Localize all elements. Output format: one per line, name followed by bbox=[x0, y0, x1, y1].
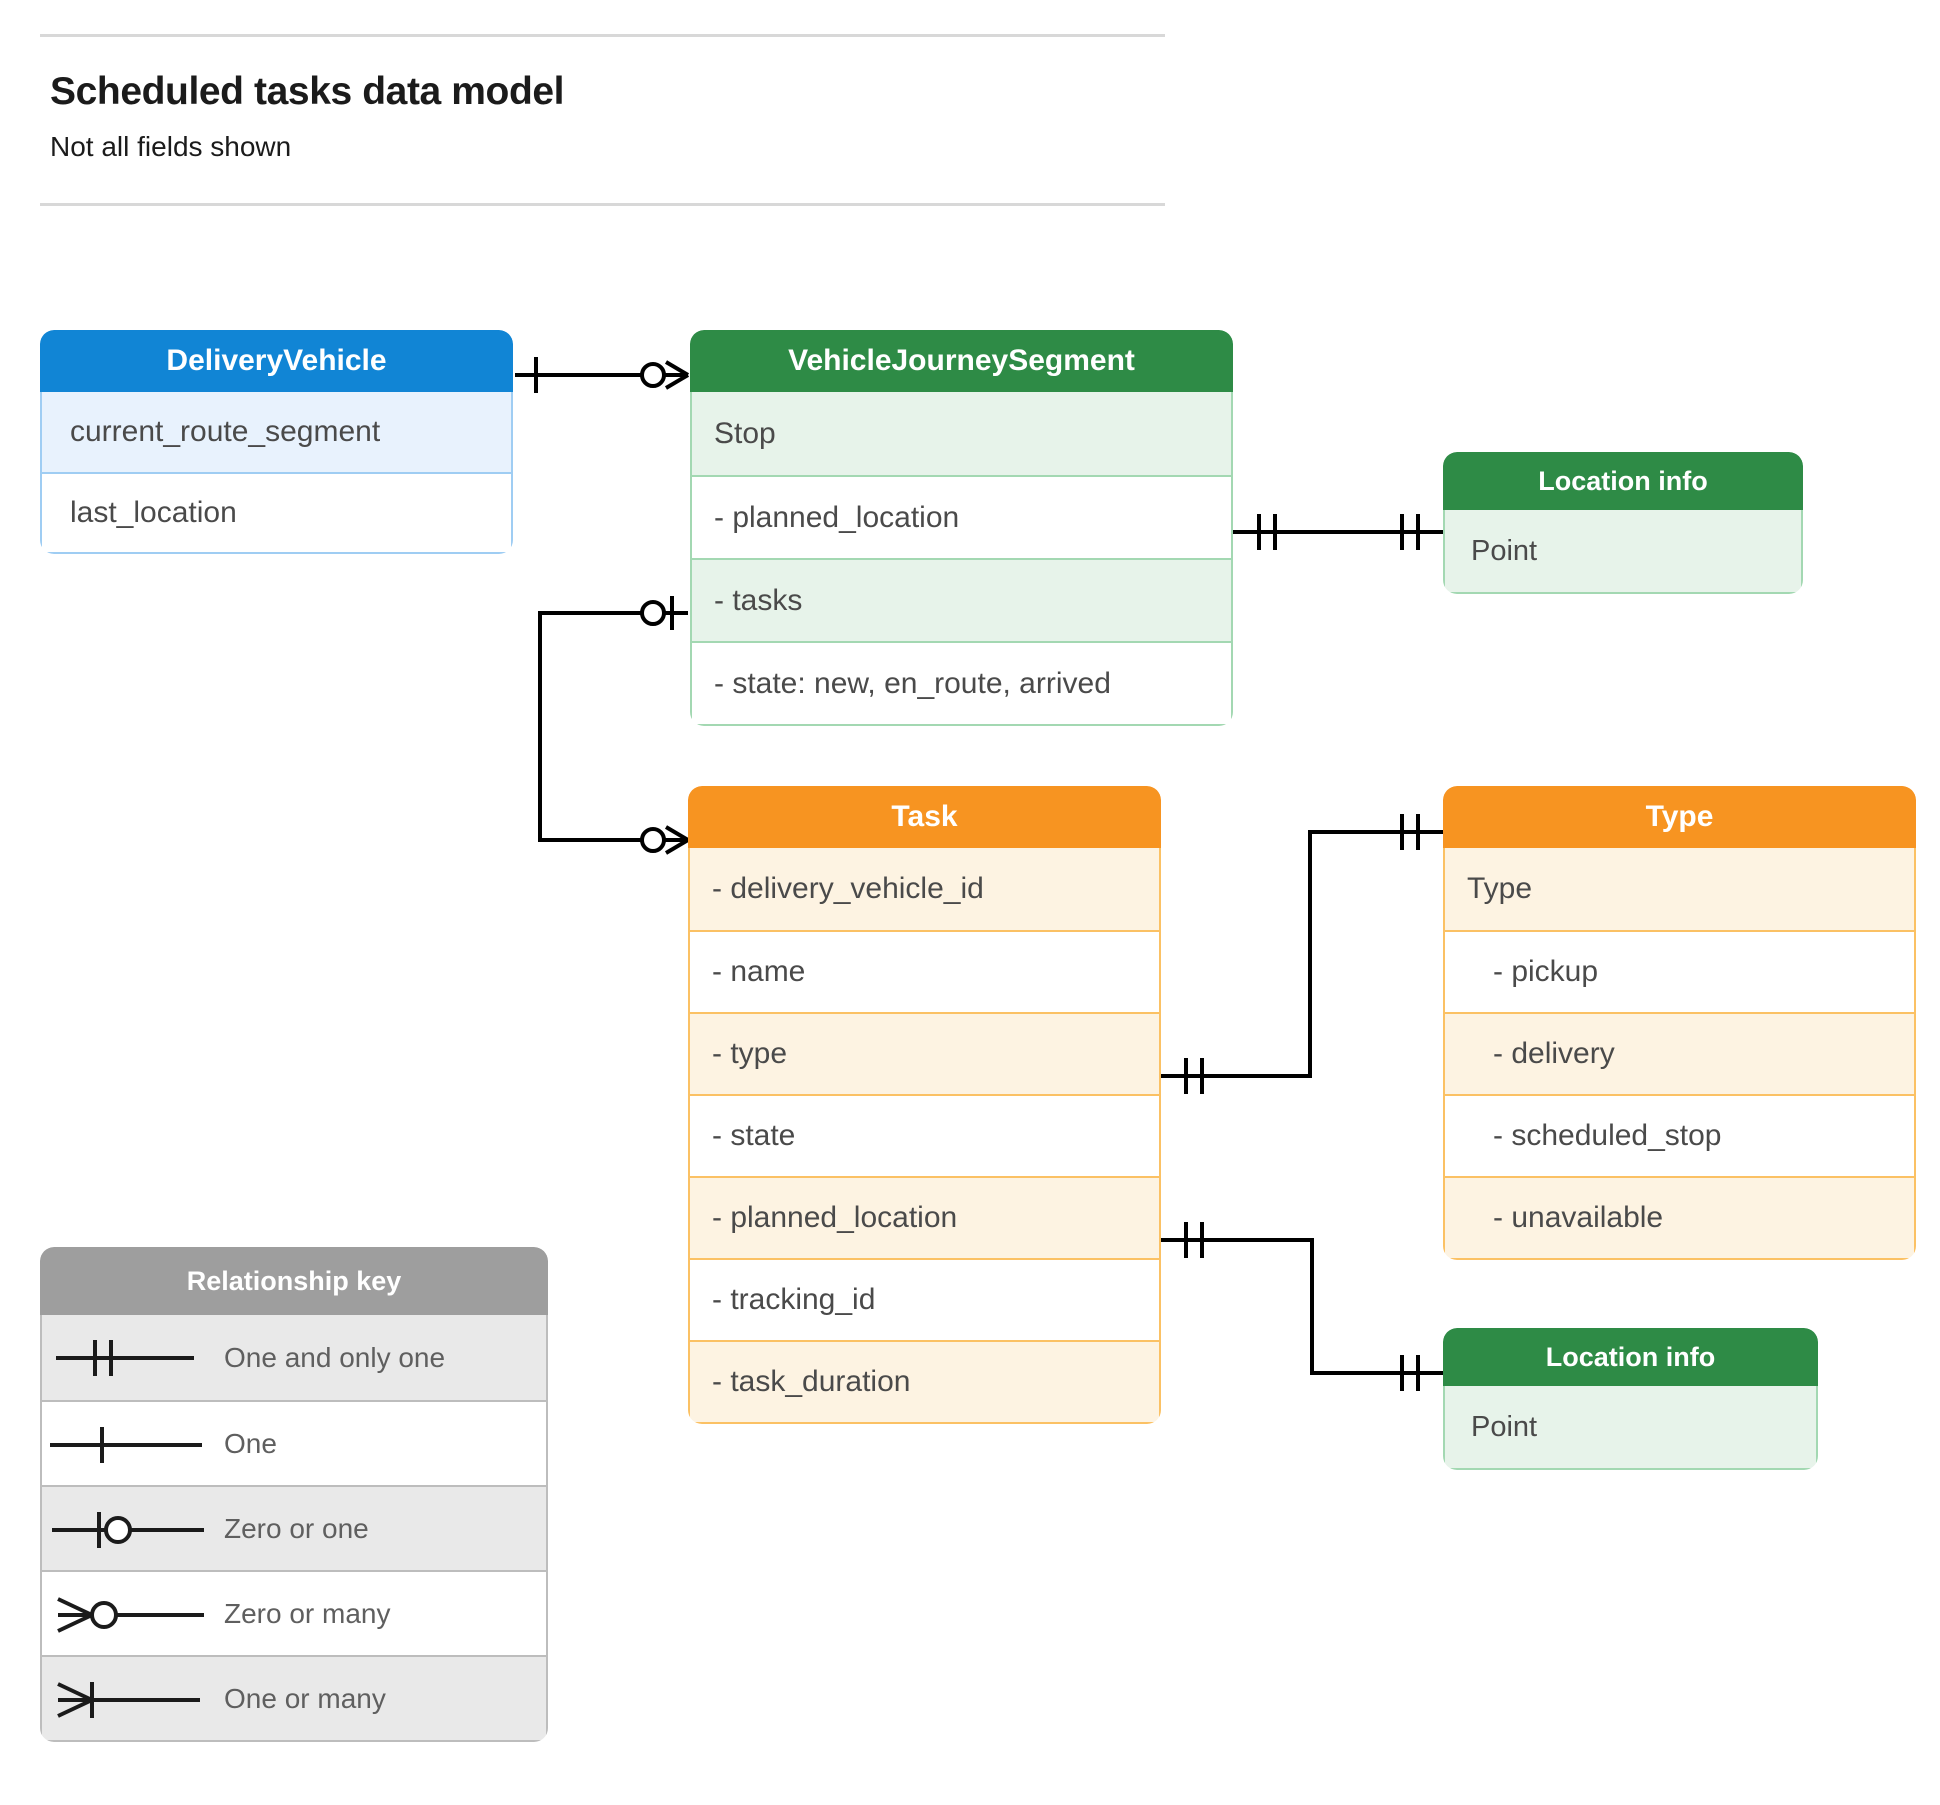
entity-title: Task bbox=[688, 786, 1161, 848]
field-row[interactable]: - planned_location bbox=[690, 1176, 1159, 1258]
field-label: - state bbox=[712, 1119, 796, 1152]
page-title: Scheduled tasks data model bbox=[50, 70, 565, 113]
field-row[interactable]: - delivery_vehicle_id bbox=[690, 848, 1159, 930]
field-row[interactable]: - task_duration bbox=[690, 1340, 1159, 1422]
entity-field-list: Stop - planned_location - tasks - state:… bbox=[690, 392, 1233, 726]
field-label: Point bbox=[1471, 1410, 1538, 1443]
header-divider-top bbox=[40, 34, 1165, 37]
legend-item-label: Zero or one bbox=[224, 1512, 369, 1544]
field-row[interactable]: - scheduled_stop bbox=[1445, 1094, 1914, 1176]
legend-item-zero-or-many: Zero or many bbox=[42, 1570, 546, 1655]
field-row[interactable]: last_location bbox=[42, 472, 511, 552]
entity-location-info-top[interactable]: Location info Point bbox=[1443, 452, 1803, 594]
relationship-key-legend: Relationship key One and only one bbox=[40, 1247, 548, 1742]
entity-title: Location info bbox=[1443, 1328, 1818, 1386]
one-or-many-icon bbox=[42, 1657, 212, 1740]
field-label: - delivery_vehicle_id bbox=[712, 872, 984, 905]
field-label: last_location bbox=[70, 496, 237, 529]
legend-item-one-or-many: One or many bbox=[42, 1655, 546, 1740]
field-label: - scheduled_stop bbox=[1493, 1119, 1722, 1152]
header-divider-bottom bbox=[40, 203, 1165, 206]
entity-type[interactable]: Type Type - pickup - delivery - schedule… bbox=[1443, 786, 1916, 1260]
field-label: - tasks bbox=[714, 583, 803, 617]
entity-title: VehicleJourneySegment bbox=[690, 330, 1233, 392]
field-row[interactable]: - type bbox=[690, 1012, 1159, 1094]
legend-item-label: Zero or many bbox=[224, 1597, 391, 1629]
field-label: - type bbox=[712, 1037, 788, 1070]
field-row[interactable]: - tasks bbox=[692, 558, 1231, 641]
entity-field-list: - delivery_vehicle_id - name - type - st… bbox=[688, 848, 1161, 1424]
field-label: - name bbox=[712, 955, 806, 988]
legend-item-label: One bbox=[224, 1427, 277, 1459]
entity-title: DeliveryVehicle bbox=[40, 330, 513, 392]
field-row[interactable]: - name bbox=[690, 930, 1159, 1012]
legend-item-label: One or many bbox=[224, 1682, 386, 1714]
entity-field-list: current_route_segment last_location bbox=[40, 392, 513, 554]
legend-item-one: One bbox=[42, 1400, 546, 1485]
entity-task[interactable]: Task - delivery_vehicle_id - name - type… bbox=[688, 786, 1161, 1424]
field-label: - planned_location bbox=[714, 500, 960, 534]
field-label: - delivery bbox=[1493, 1037, 1615, 1070]
field-label: - unavailable bbox=[1493, 1201, 1664, 1234]
field-row[interactable]: Point bbox=[1445, 1386, 1816, 1468]
field-row[interactable]: Stop bbox=[692, 392, 1231, 475]
field-label: - planned_location bbox=[712, 1201, 958, 1234]
zero-or-many-icon bbox=[42, 1572, 212, 1655]
legend-title: Relationship key bbox=[40, 1247, 548, 1315]
field-row[interactable]: - state bbox=[690, 1094, 1159, 1176]
field-label: - pickup bbox=[1493, 955, 1599, 988]
entity-field-list: Point bbox=[1443, 510, 1803, 594]
field-label: Stop bbox=[714, 416, 776, 450]
entity-field-list: Type - pickup - delivery - scheduled_sto… bbox=[1443, 848, 1916, 1260]
field-row[interactable]: - state: new, en_route, arrived bbox=[692, 641, 1231, 724]
field-row[interactable]: - unavailable bbox=[1445, 1176, 1914, 1258]
field-label: Type bbox=[1467, 872, 1533, 905]
field-row[interactable]: - planned_location bbox=[692, 475, 1231, 558]
field-row[interactable]: Type bbox=[1445, 848, 1914, 930]
field-label: Point bbox=[1471, 534, 1538, 567]
one-and-only-one-icon bbox=[42, 1315, 212, 1400]
legend-item-one-and-only-one: One and only one bbox=[42, 1315, 546, 1400]
entity-location-info-bottom[interactable]: Location info Point bbox=[1443, 1328, 1818, 1470]
entity-delivery-vehicle[interactable]: DeliveryVehicle current_route_segment la… bbox=[40, 330, 513, 554]
field-row[interactable]: Point bbox=[1445, 510, 1801, 592]
zero-or-one-icon bbox=[42, 1487, 212, 1570]
legend-item-label: One and only one bbox=[224, 1341, 446, 1373]
field-row[interactable]: - pickup bbox=[1445, 930, 1914, 1012]
field-label: current_route_segment bbox=[70, 415, 381, 448]
field-row[interactable]: - tracking_id bbox=[690, 1258, 1159, 1340]
one-icon bbox=[42, 1402, 212, 1485]
field-row[interactable]: current_route_segment bbox=[42, 392, 511, 472]
page-subtitle: Not all fields shown bbox=[50, 131, 292, 162]
legend-item-zero-or-one: Zero or one bbox=[42, 1485, 546, 1570]
legend-item-list: One and only one One bbox=[40, 1315, 548, 1742]
field-label: - state: new, en_route, arrived bbox=[714, 666, 1111, 700]
field-label: - tracking_id bbox=[712, 1283, 876, 1316]
entity-vehicle-journey-segment[interactable]: VehicleJourneySegment Stop - planned_loc… bbox=[690, 330, 1233, 726]
entity-title: Location info bbox=[1443, 452, 1803, 510]
field-label: - task_duration bbox=[712, 1365, 911, 1398]
entity-field-list: Point bbox=[1443, 1386, 1818, 1470]
entity-title: Type bbox=[1443, 786, 1916, 848]
field-row[interactable]: - delivery bbox=[1445, 1012, 1914, 1094]
